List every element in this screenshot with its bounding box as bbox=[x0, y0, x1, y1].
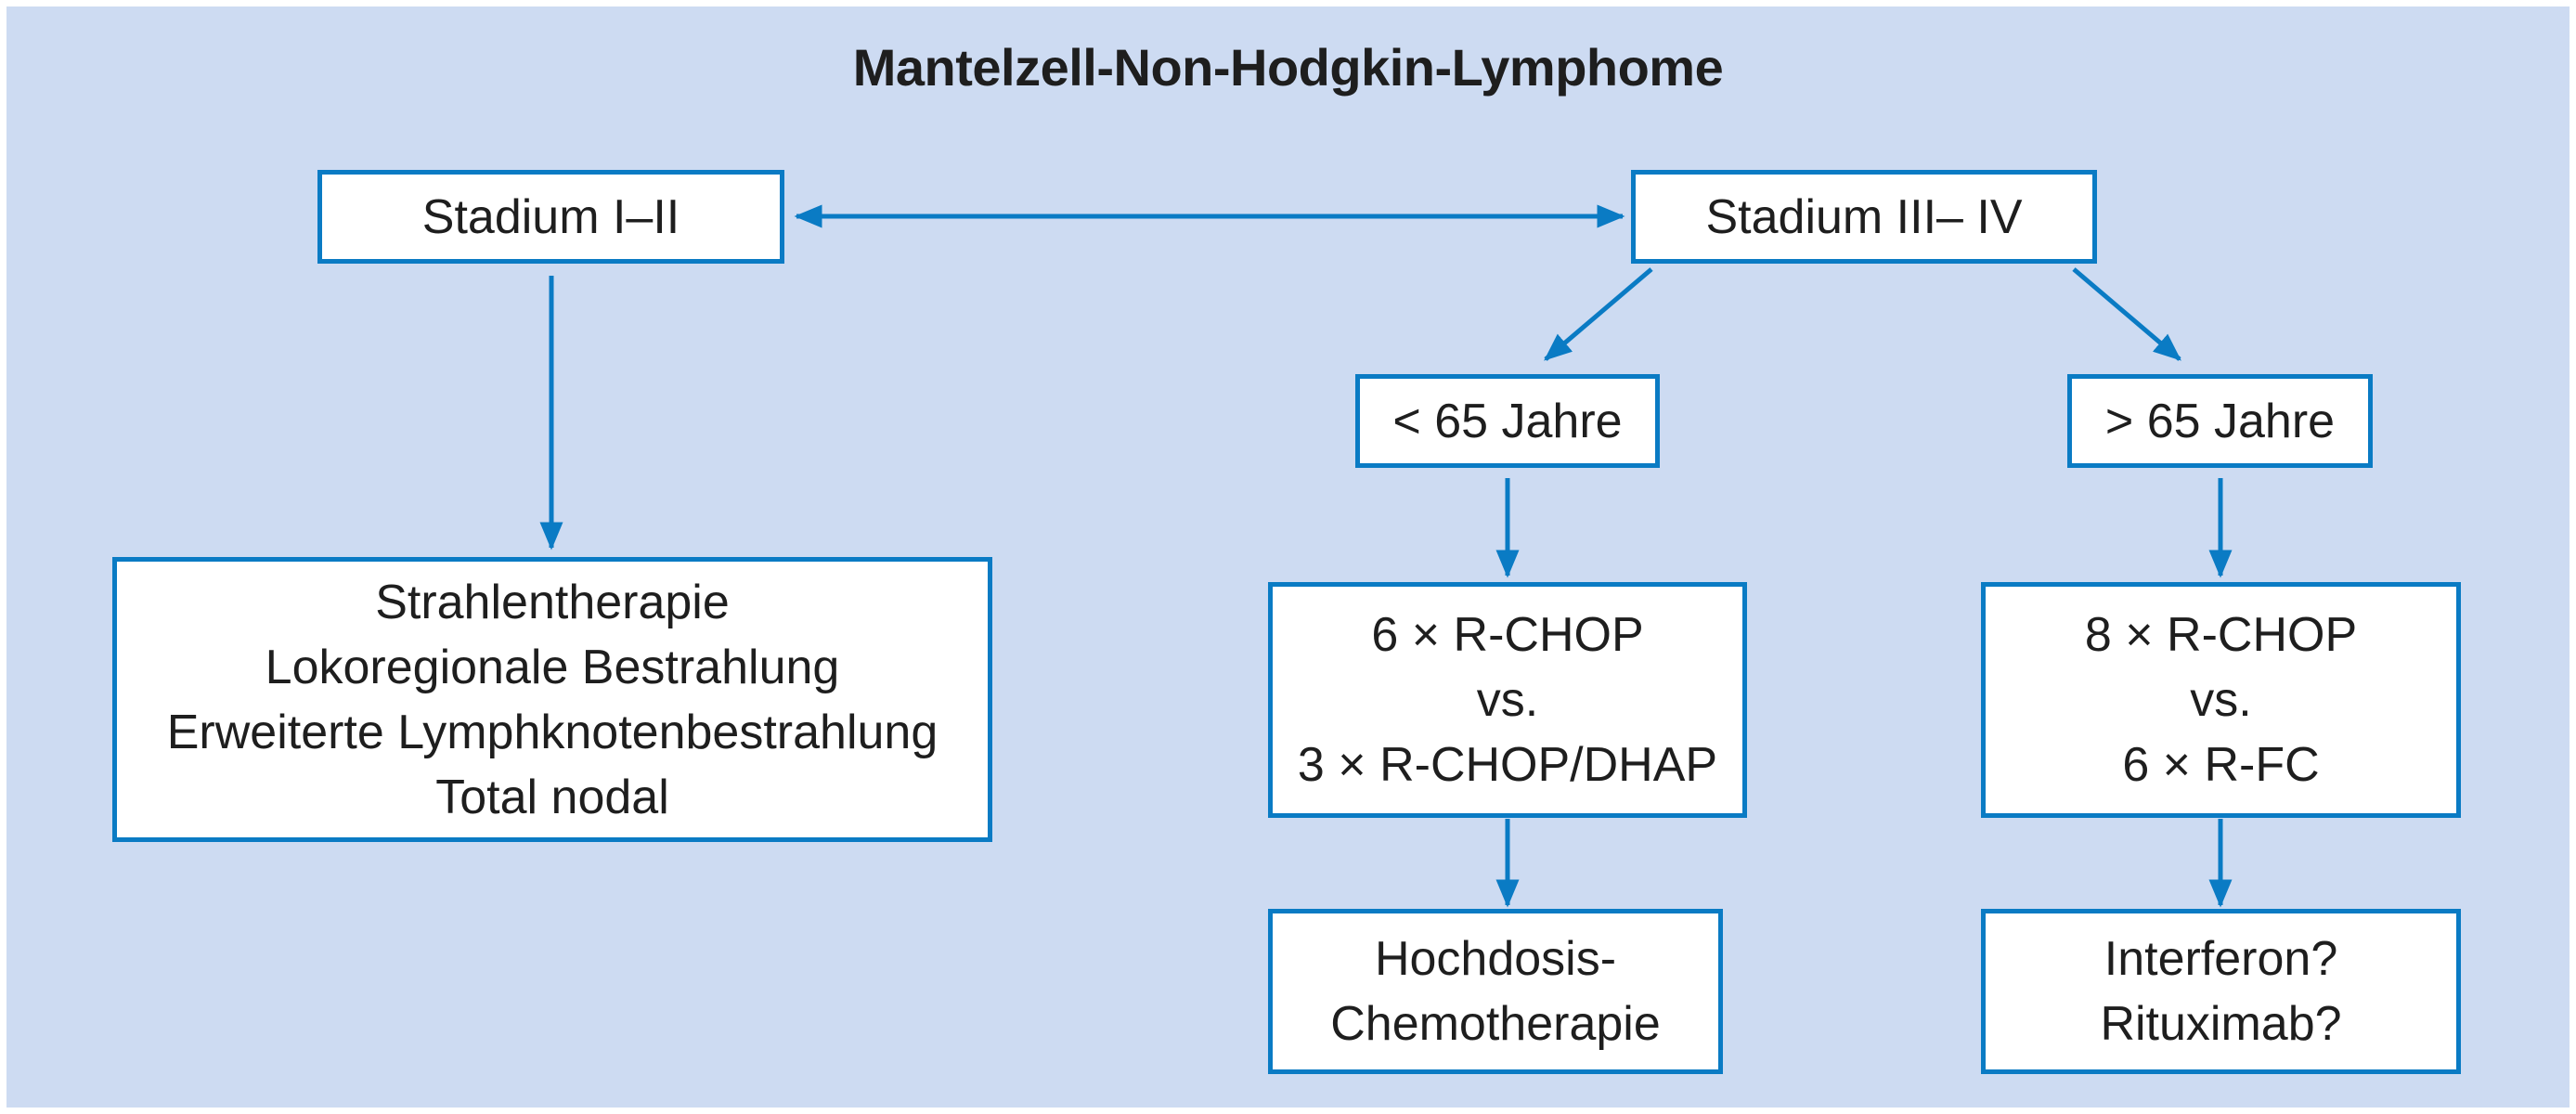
node-label: vs. bbox=[1476, 673, 1539, 727]
node-label: Strahlentherapie bbox=[375, 575, 730, 629]
node-label: 8 × R-CHOP bbox=[2084, 608, 2358, 662]
node-unter-65-jahre: < 65 Jahre bbox=[1355, 374, 1660, 468]
node-strahlentherapie: Strahlentherapie Lokoregionale Bestrahlu… bbox=[112, 557, 992, 842]
node-label: Lokoregionale Bestrahlung bbox=[265, 640, 840, 694]
node-label: Hochdosis- bbox=[1374, 932, 1617, 986]
node-chemo-junge-patienten: 6 × R-CHOP vs. 3 × R-CHOP/DHAP bbox=[1268, 582, 1747, 818]
node-label: < 65 Jahre bbox=[1392, 394, 1623, 448]
node-label: Erweiterte Lymphknotenbestrahlung bbox=[166, 705, 938, 759]
node-label: Rituximab? bbox=[2100, 997, 2342, 1051]
edge-stage-3-4-to-age-under-65 bbox=[1544, 267, 1653, 361]
node-stadium-iii-iv: Stadium III– IV bbox=[1631, 170, 2097, 264]
node-ueber-65-jahre: > 65 Jahre bbox=[2067, 374, 2373, 468]
node-label: 6 × R-CHOP bbox=[1371, 608, 1644, 662]
node-label: Interferon? bbox=[2104, 932, 2338, 986]
node-label: 6 × R-FC bbox=[2122, 738, 2320, 792]
node-erhaltungstherapie: Interferon? Rituximab? bbox=[1981, 909, 2461, 1074]
node-label: > 65 Jahre bbox=[2104, 394, 2336, 448]
node-label: 3 × R-CHOP/DHAP bbox=[1297, 738, 1718, 792]
node-stadium-i-ii: Stadium I–II bbox=[317, 170, 784, 264]
node-label: Chemotherapie bbox=[1330, 997, 1661, 1051]
node-label: Stadium III– IV bbox=[1705, 189, 2023, 244]
node-label: vs. bbox=[2190, 673, 2252, 727]
node-label: Stadium I–II bbox=[421, 189, 680, 244]
edge-stage-3-4-to-age-over-65 bbox=[2072, 267, 2181, 361]
node-hochdosis-chemotherapie: Hochdosis- Chemotherapie bbox=[1268, 909, 1723, 1074]
node-chemo-aeltere-patienten: 8 × R-CHOP vs. 6 × R-FC bbox=[1981, 582, 2461, 818]
diagram-title: Mantelzell-Non-Hodgkin-Lymphome bbox=[852, 38, 1724, 97]
node-label: Total nodal bbox=[435, 770, 669, 824]
